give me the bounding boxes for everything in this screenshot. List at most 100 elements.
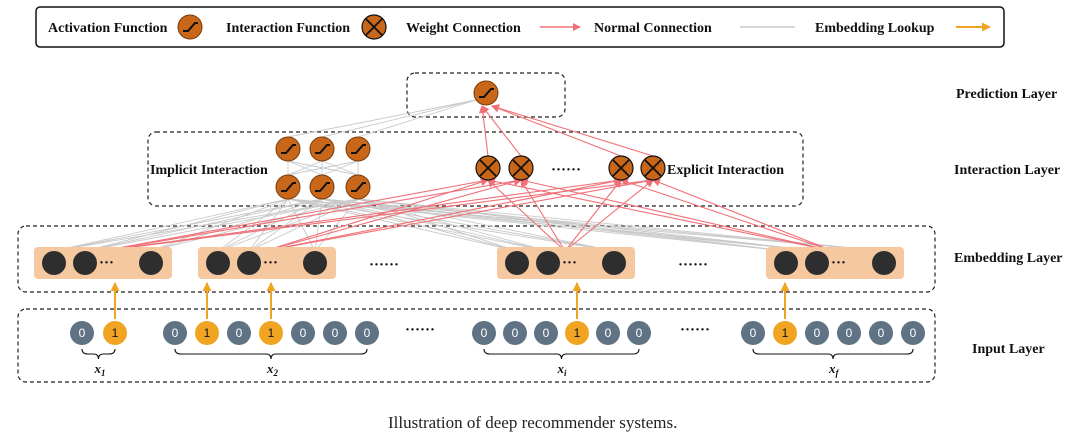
legend-lookup-label: Embedding Lookup [815,21,935,36]
interaction-layer-label: Interaction Layer [954,163,1060,178]
normal-connection [264,177,622,252]
input-ellipsis-1: ······ [405,322,435,338]
normal-connection [478,105,489,157]
normal-connection [564,179,622,252]
activation-function-icon [275,174,301,200]
normal-connection [264,178,522,252]
input-bit-zero [596,321,620,345]
embedding-node [505,251,529,275]
input-bit-value: 0 [481,326,488,340]
weight-connection [321,99,477,138]
implicit-interaction-nodes [275,136,371,200]
input-bit-one [195,321,219,345]
weight-connection [287,198,549,252]
embedding-lookup-arrows [110,282,790,319]
normal-connection [564,179,654,252]
field-variable-label: xi [557,361,568,378]
activation-function-icon [309,136,335,162]
weight-connection [321,160,359,176]
weight-connection [321,198,818,252]
weight-connection [287,160,323,176]
input-bit-value: 0 [543,326,550,340]
interaction-layer-box [147,131,804,207]
input-bit-zero [472,321,496,345]
weight-connection [248,198,323,252]
input-ellipsis-2: ······ [680,322,710,338]
normal-connection [101,176,622,252]
input-bit-value: 0 [750,326,757,340]
input-bit-value: 1 [112,326,119,340]
field-brace [752,348,914,360]
input-bit-value: 0 [512,326,519,340]
weight-connection [248,198,289,252]
weight-connection [150,198,289,252]
field-brace [81,348,116,360]
input-bit-value: 0 [814,326,821,340]
input-field: 0 0 0 1 0 0 xi [472,321,651,378]
input-bit-one [103,321,127,345]
activation-function-icon [345,174,371,200]
embedding-inner-ellipsis: ··· [562,255,577,271]
weight-connection [53,198,359,252]
legend-box [35,6,1005,48]
legend-normal-label: Normal Connection [594,21,712,36]
legend-weight-label: Weight Connection [406,21,521,36]
embedding-group: ··· [497,247,635,279]
input-bit-value: 1 [782,326,789,340]
embedding-node [303,251,327,275]
input-bit-zero [869,321,893,345]
legend: Activation Function Interaction Function… [35,6,1005,48]
interaction-function-icon [608,155,634,181]
embedding-node [73,251,97,275]
input-bit-value: 0 [636,326,643,340]
input-bit-zero [741,321,765,345]
input-bit-zero [805,321,829,345]
weight-connection [84,198,359,252]
embedding-background [198,247,336,279]
input-bit-value: 1 [574,326,581,340]
input-layer-box [17,308,936,383]
normal-connection [520,177,834,252]
embedding-inner-ellipsis: ··· [263,255,278,271]
embedding-background [34,247,172,279]
activation-function-icon [177,14,203,40]
input-bit-value: 0 [846,326,853,340]
implicit-interaction-label: Implicit Interaction [150,163,268,178]
input-bit-zero [503,321,527,345]
normal-connection [491,104,622,157]
input-bit-one [565,321,589,345]
weight-connection [150,198,323,252]
embedding-node [237,251,261,275]
weight-connection [287,160,359,176]
input-bit-one [773,321,797,345]
normal-connection [487,177,834,252]
weight-connection [314,198,323,252]
input-bit-value: 1 [268,326,275,340]
input-bit-zero [227,321,251,345]
input-bit-value: 0 [364,326,371,340]
input-bit-value: 0 [236,326,243,340]
normal-connection [491,104,654,157]
weight-connection [314,198,359,252]
weight-connection [287,198,518,252]
embedding-node [42,251,66,275]
weight-connection [84,198,323,252]
embedding-node [805,251,829,275]
embedding-background [497,247,635,279]
input-bit-zero [291,321,315,345]
input-bit-zero [163,321,187,345]
weight-connection [84,198,289,252]
input-bit-value: 0 [605,326,612,340]
figure-caption: Illustration of deep recommender systems… [388,413,677,432]
embedding-background [766,247,904,279]
weight-connection [357,99,477,138]
weight-connection [287,198,818,252]
embedding-node [536,251,560,275]
embedding-node [872,251,896,275]
embedding-ellipsis-1: ······ [369,257,399,273]
embedding-groups: ············ [34,247,904,279]
normal-connection [101,177,489,252]
